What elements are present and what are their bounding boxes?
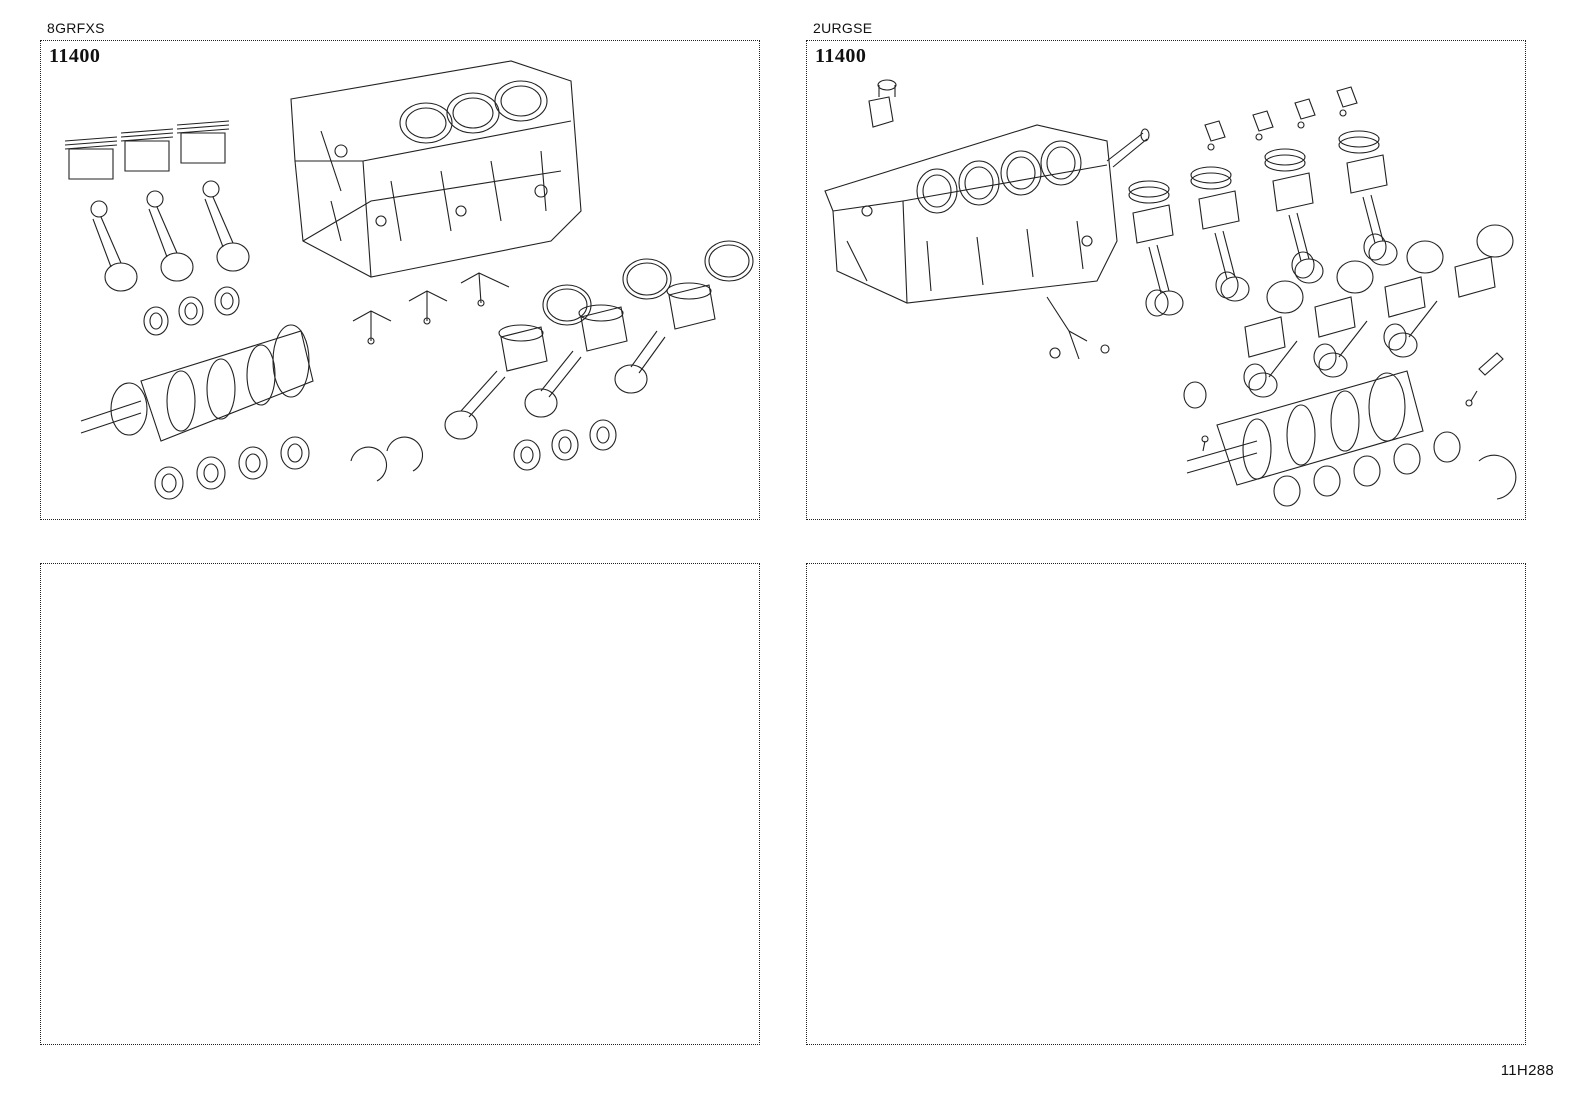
main-bearing-icon [155,437,309,499]
bearing-icon [514,420,616,470]
crankshaft-icon [81,325,313,441]
connecting-rod-icon [1149,195,1437,397]
connecting-rod-icon [445,331,665,439]
engine-code-label: 8GRFXS [47,20,105,36]
empty-diagram-panel [806,563,1526,1045]
bearing-icon [144,287,239,335]
piston-ring-set-icon [543,241,753,325]
crankshaft-icon [1187,371,1423,485]
connecting-rod-icon [91,181,249,291]
piston-icon [499,283,715,371]
diagram-panel-2urgse[interactable]: 11400 [806,40,1526,520]
piston-icon [65,121,229,179]
part-code-label: 11400 [815,45,867,67]
thrust-washer-icon [1479,455,1516,499]
cylinder-block-icon [825,125,1117,303]
short-block-v6-illustration [41,41,760,520]
piston-ring-set-icon [1129,131,1513,313]
short-block-v8-illustration [807,41,1526,520]
oil-jet-icon [353,273,509,344]
diagram-panel-8grfxs[interactable]: 11400 [40,40,760,520]
main-bearing-icon [1274,432,1460,506]
thrust-washer-icon [351,437,423,481]
oil-jet-icon [1205,87,1357,150]
illustration-ref-code: 11H288 [1500,1062,1554,1079]
empty-diagram-panel [40,563,760,1045]
oil-pipe-icon [1047,129,1149,359]
sensor-icon [869,80,896,127]
cylinder-block-icon [291,61,581,277]
bearing-icon [1146,234,1406,408]
bolt-icon [1202,353,1503,451]
part-code-label: 11400 [49,45,101,67]
piston-icon [1133,155,1495,357]
engine-code-label: 2URGSE [813,20,873,36]
